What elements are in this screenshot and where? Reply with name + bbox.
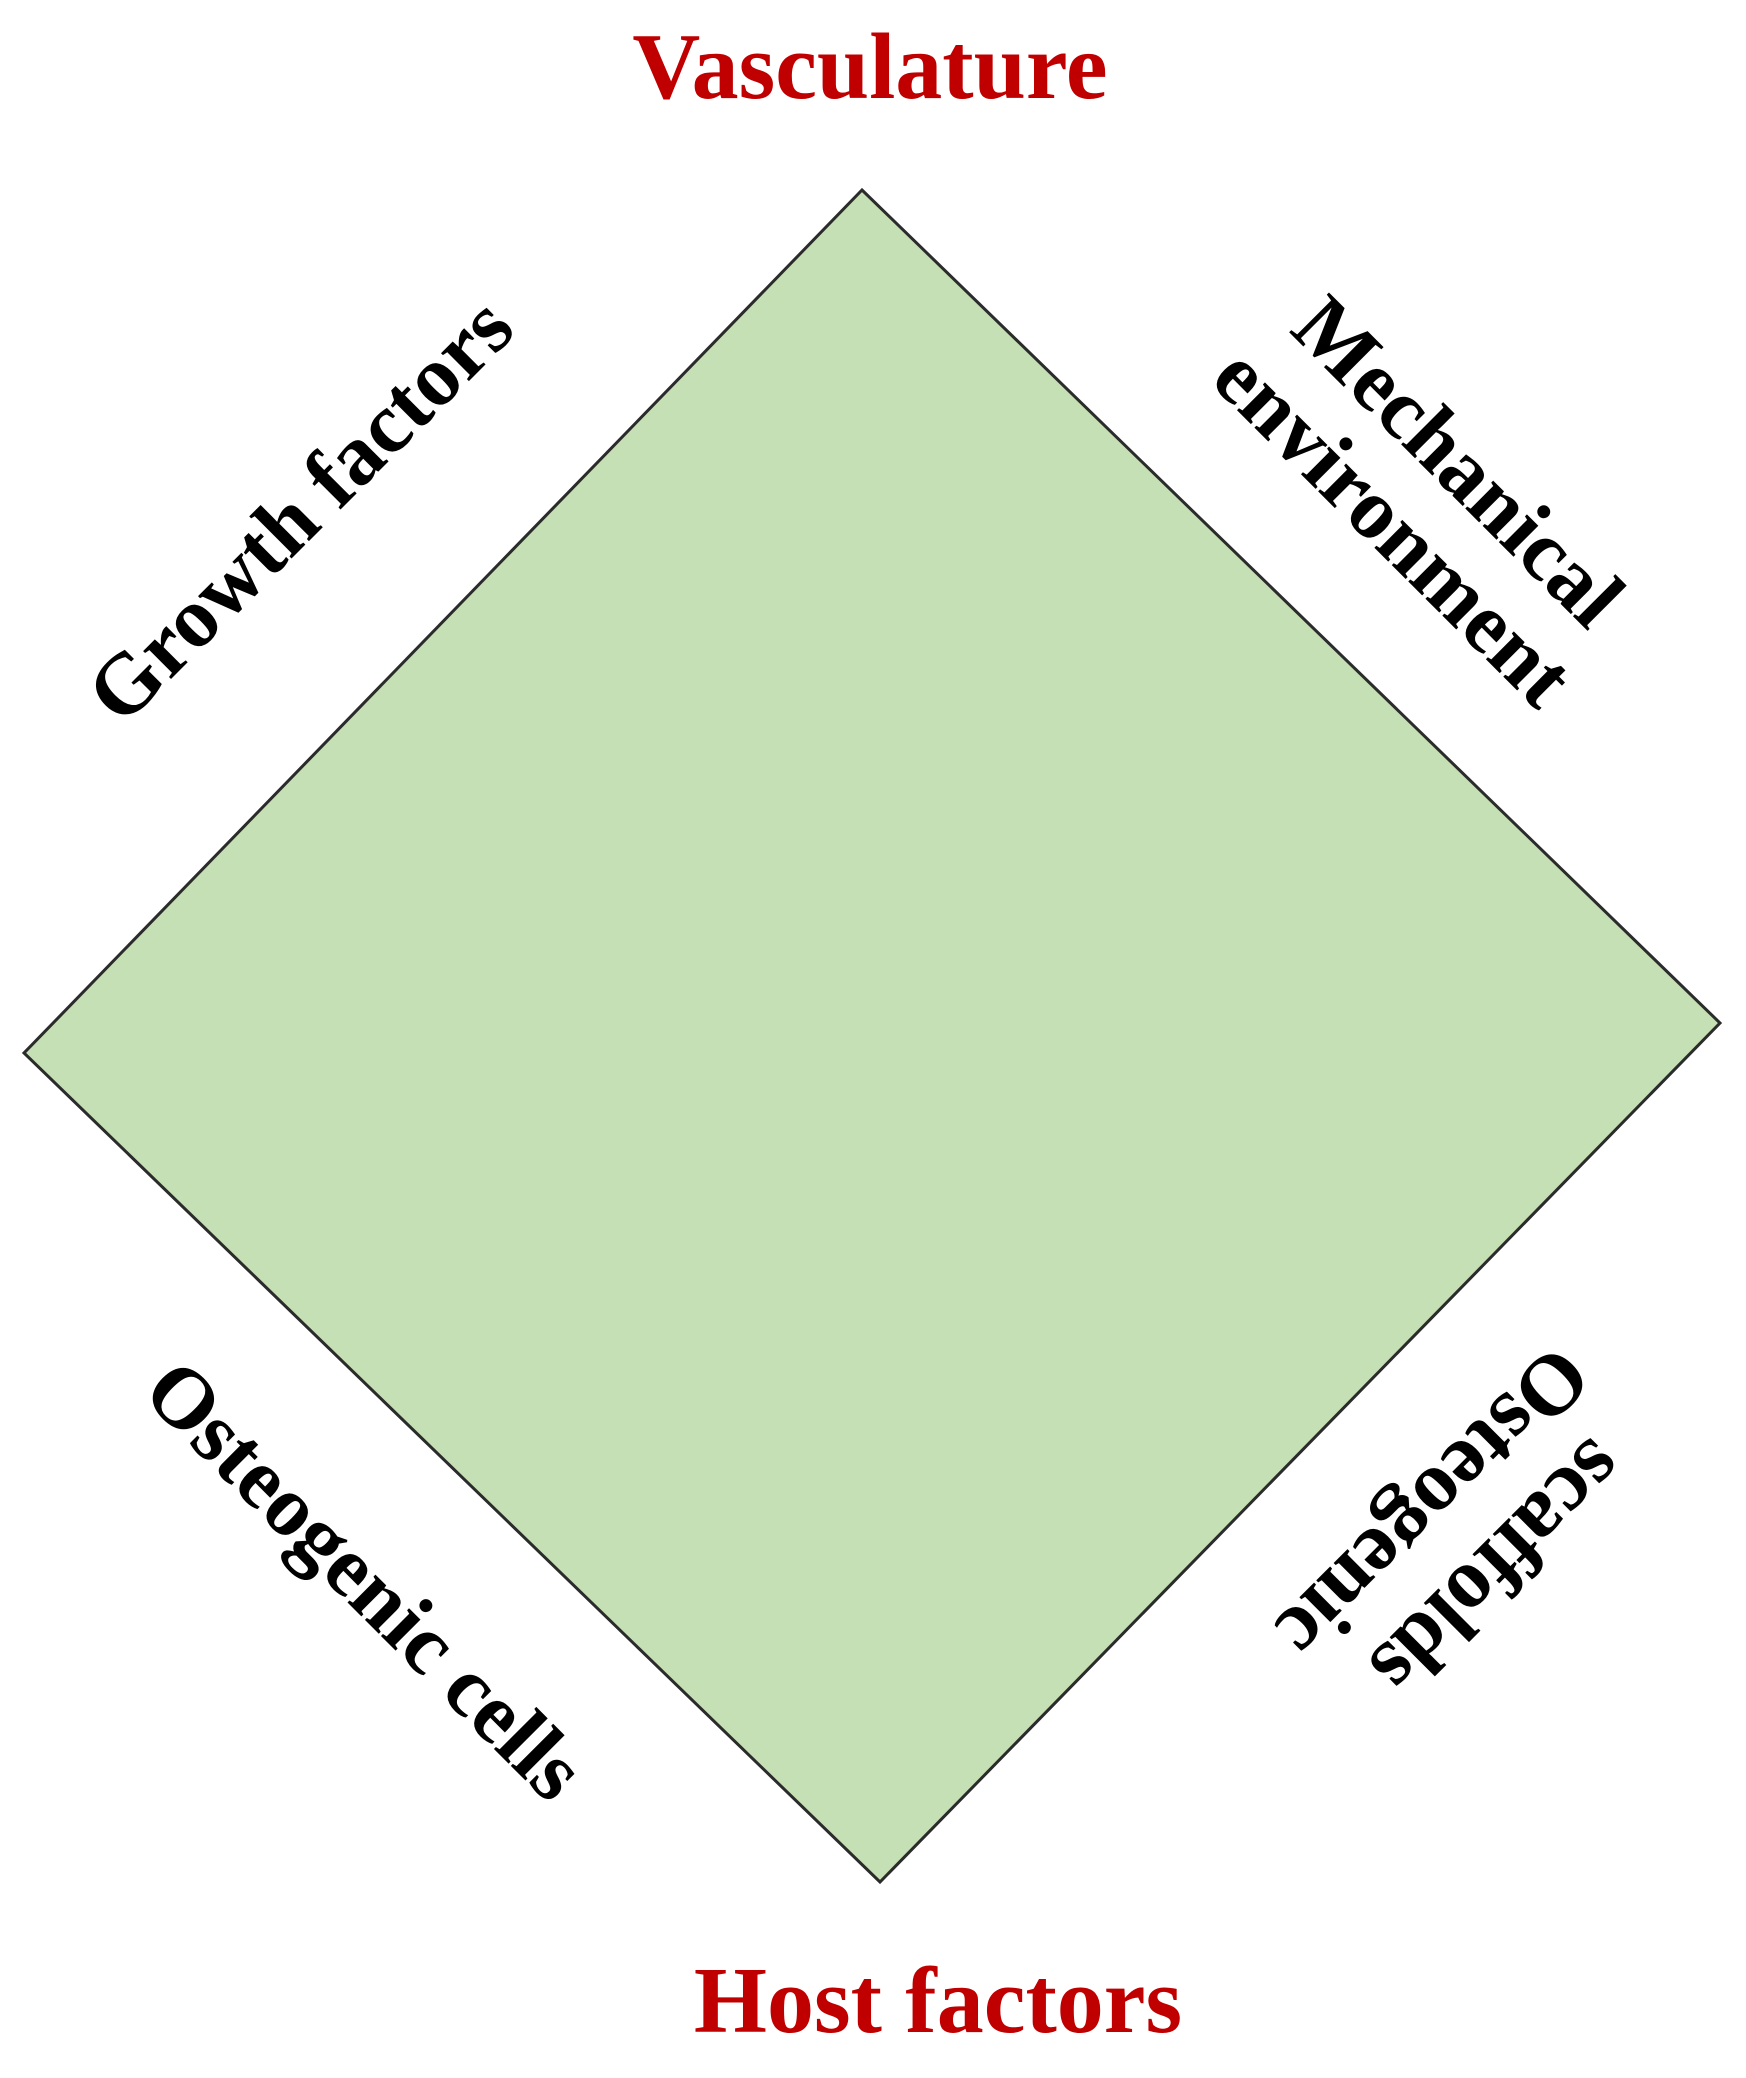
label-host-factors: Host factors — [694, 1949, 1182, 2053]
label-vasculature: Vasculature — [632, 15, 1107, 119]
central-diamond — [21, 187, 1723, 1885]
